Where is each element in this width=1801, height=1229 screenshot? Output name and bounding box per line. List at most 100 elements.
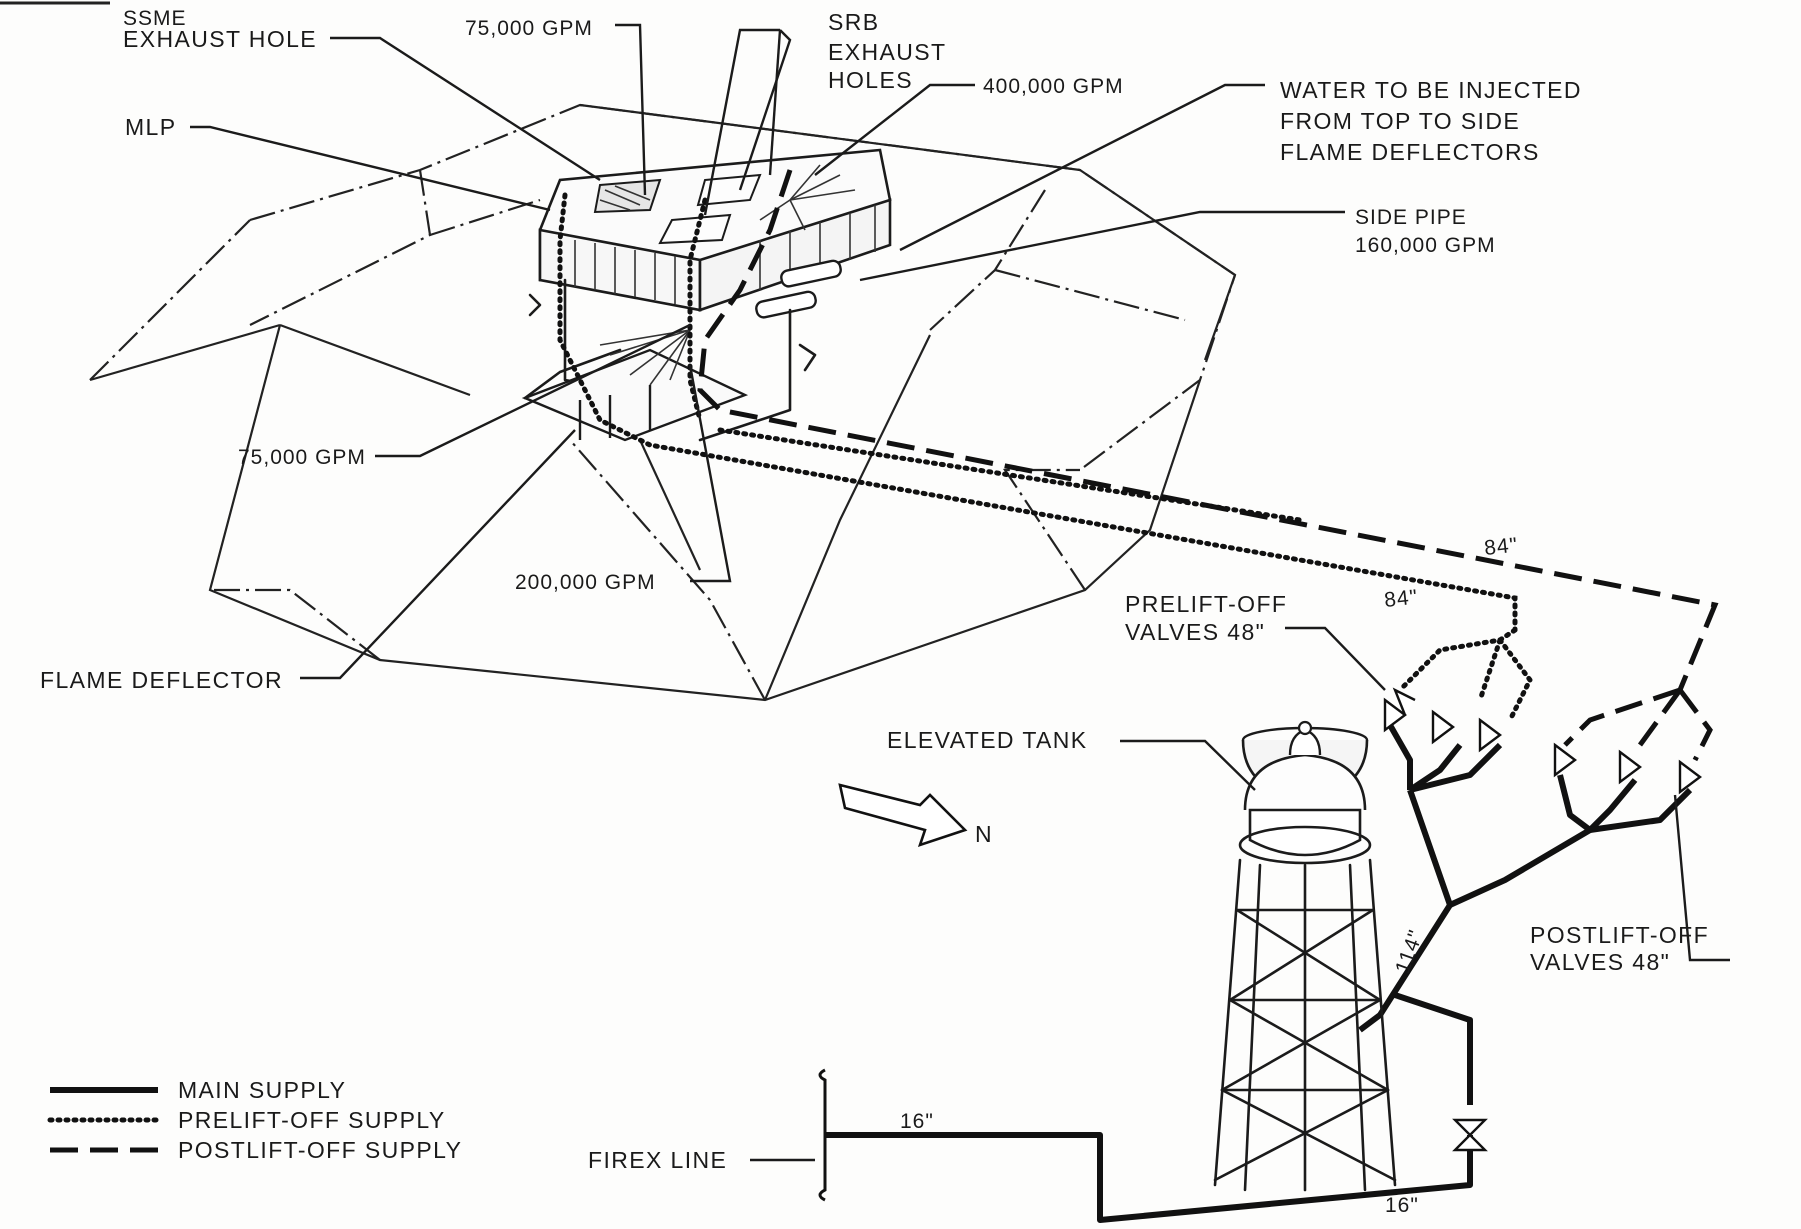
prelift-label-line2: VALVES 48" — [1125, 619, 1265, 645]
mlp-label: MLP — [125, 114, 177, 140]
pad-edge-north — [579, 103, 1081, 172]
mlp-bracket-west — [528, 293, 542, 317]
leader-water — [899, 83, 1265, 252]
launch-pad-outline — [89, 103, 1237, 702]
ramp-west-top — [429, 198, 541, 237]
gpm-75k-bottom-label: 75,000 GPM — [238, 446, 366, 469]
leader-75k-bottom — [375, 323, 691, 458]
srb-exhaust-hole-1 — [696, 173, 762, 207]
main-branch-left — [1387, 723, 1413, 790]
elevated-tank — [1213, 720, 1397, 1192]
ssme-label-line1: SSME — [123, 7, 187, 30]
postlift-supply-pipe — [697, 169, 1719, 691]
main-branch-mid — [1408, 743, 1463, 793]
postlift-branch-left — [1563, 687, 1681, 747]
gpm-400k-label: 400,000 GPM — [983, 75, 1124, 98]
leader-elevated-tank — [1120, 739, 1256, 791]
mlp-platform — [528, 148, 892, 442]
leader-ssme — [330, 36, 601, 182]
prelift-branch-right — [1497, 637, 1533, 723]
mlp-side-face — [698, 198, 892, 312]
tower-leg-3 — [1348, 863, 1367, 1192]
flame-deflector-structure — [521, 329, 749, 442]
tower-leg-4 — [1368, 858, 1397, 1187]
water-label-line2: FROM TOP TO SIDE — [1280, 108, 1520, 134]
gpm-75k-top-label: 75,000 GPM — [465, 17, 593, 40]
leader-75k-top — [615, 23, 647, 196]
tower-leg-2 — [1243, 863, 1262, 1192]
postlift-valve-1 — [1553, 742, 1577, 778]
side-pipe-lower — [755, 290, 817, 319]
legend-label-main: MAIN SUPPLY — [178, 1077, 346, 1103]
leader-postlift — [1673, 794, 1730, 962]
leader-lines — [190, 23, 1730, 1162]
postlift-valve-2 — [1618, 749, 1642, 785]
deflector-ridge — [523, 348, 622, 400]
postlift-label-line2: VALVES 48" — [1530, 949, 1670, 975]
postlift-valve-3 — [1678, 759, 1702, 795]
ramp-east-inner — [929, 189, 1046, 331]
srb-label-line1: SRB — [828, 9, 880, 35]
tower-leg-1 — [1213, 858, 1242, 1187]
prelift-label-line1: PRELIFT-OFF — [1125, 591, 1287, 617]
pad-edge-ne — [1079, 169, 1236, 276]
leader-400k — [814, 83, 975, 176]
main-post-right — [1589, 787, 1693, 833]
prelift-valve-1 — [1383, 687, 1416, 733]
side-pipe-label-line1: SIDE PIPE — [1355, 206, 1467, 229]
main-supply-to-tank — [1358, 903, 1453, 1033]
main-post-mid — [1587, 778, 1638, 833]
prelift-valve-manifold — [1387, 627, 1533, 793]
prelift-valve-2 — [1431, 709, 1455, 745]
north-arrow-icon — [838, 783, 968, 848]
main-post-left — [1557, 774, 1592, 833]
tank-body — [1248, 808, 1362, 857]
srb-label-line3: HOLES — [828, 67, 913, 93]
postlift-valve-manifold — [1557, 687, 1713, 833]
pipe-84-lower-label: 84" — [1383, 586, 1419, 612]
leader-side-pipe — [859, 210, 1345, 282]
side-pipe-label-line2: 160,000 GPM — [1355, 234, 1496, 257]
ssme-label-line2: EXHAUST HOLE — [123, 26, 317, 52]
prelift-supply-pipe — [557, 192, 1518, 633]
mlp-bracket-east — [798, 343, 817, 372]
pad-edge-west — [89, 323, 281, 382]
prelift-mlp-riser — [687, 197, 708, 423]
pipe-16-lower-label: 16" — [1385, 1194, 1419, 1217]
water-label-line1: WATER TO BE INJECTED — [1280, 77, 1582, 103]
ssme-exhaust-hole — [593, 178, 662, 214]
water-label-line3: FLAME DEFLECTORS — [1280, 139, 1540, 165]
main-supply-to-valve — [1394, 992, 1473, 1105]
trench-floor-east — [1002, 468, 1086, 591]
gpm-200k-label: 200,000 GPM — [515, 571, 656, 594]
leader-srb-2 — [738, 29, 792, 191]
diagram-labels: SSME EXHAUST HOLE 75,000 GPM SRB EXHAUST… — [40, 7, 1708, 1217]
prelift-branch-left — [1397, 627, 1518, 693]
mlp-face-hatching — [574, 205, 876, 304]
pad-rim-west — [89, 219, 251, 381]
deflector-top — [521, 348, 749, 442]
tower-bracing — [1213, 863, 1397, 1192]
pipe-84-upper-label: 84" — [1483, 534, 1519, 560]
main-branch-right — [1409, 742, 1503, 793]
postlift-branch-right — [1678, 688, 1713, 762]
leader-srb-3 — [768, 29, 782, 176]
srb-label-line2: EXHAUST — [828, 39, 946, 65]
leader-flame-deflector — [300, 429, 576, 680]
main-supply-trunk — [1407, 789, 1592, 908]
leader-mlp — [190, 125, 551, 212]
valve-symbols — [1383, 687, 1702, 795]
pipe-16-upper-label: 16" — [900, 1110, 934, 1133]
ramp-east-top — [994, 268, 1186, 322]
firex-supply-line — [825, 1132, 1473, 1223]
srb-exhaust-hole-2 — [658, 213, 732, 245]
trench-center-wall — [639, 439, 701, 571]
north-label: N — [975, 821, 993, 847]
flame-deflector-label: FLAME DEFLECTOR — [40, 667, 283, 693]
prelift-valve-3 — [1478, 717, 1502, 753]
ssme-hole-texture — [599, 185, 651, 211]
trench-floor-west — [210, 588, 381, 661]
prelift-branch-mid — [1477, 637, 1503, 703]
firex-valve — [1452, 1118, 1488, 1152]
